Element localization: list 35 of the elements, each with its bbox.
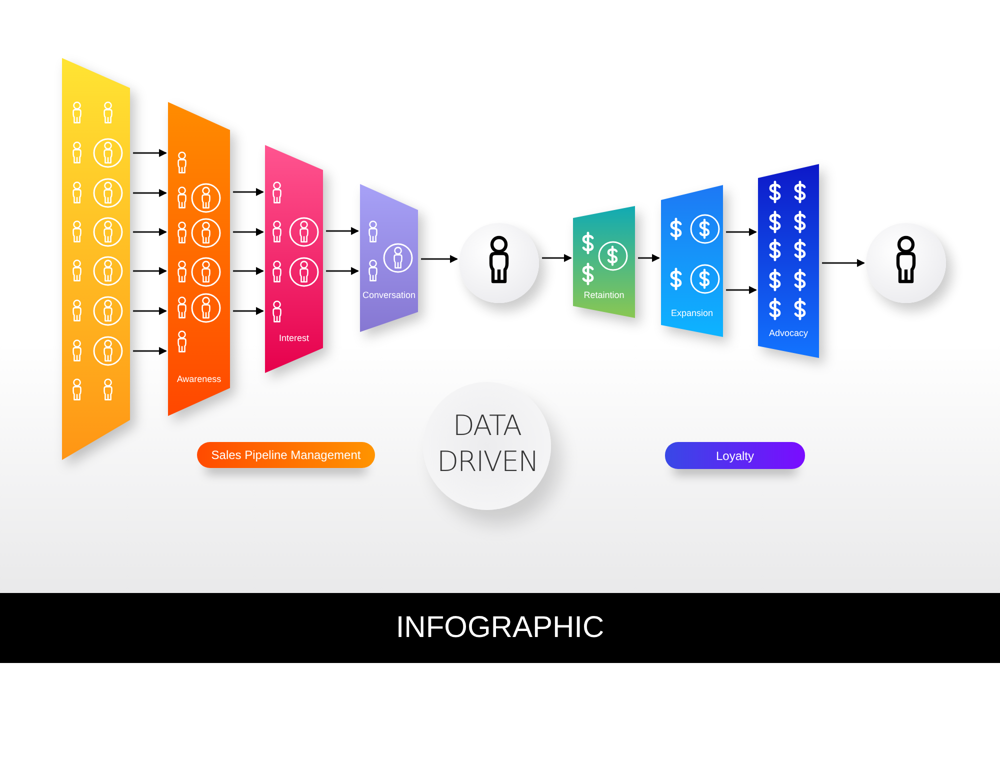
arrow: [326, 267, 359, 275]
stage-label: Interest: [279, 333, 309, 343]
funnel-stage-panel: [62, 58, 130, 460]
arrow: [133, 228, 167, 236]
category-pill: Loyalty: [665, 442, 805, 469]
arrow: [133, 189, 167, 197]
stage-label: Advocacy: [768, 328, 808, 338]
arrow: [133, 307, 167, 315]
stage-label: Expansion: [670, 308, 714, 318]
funnel-stage-panel: [573, 206, 635, 318]
arrow: [233, 228, 264, 236]
caption: INFOGRAPHIC: [396, 611, 604, 645]
funnel-stage-panel: [661, 185, 723, 337]
funnel-stage-panel: [360, 184, 418, 332]
arrow: [133, 267, 167, 275]
arrow: [133, 149, 167, 157]
funnel-stage-panel: [758, 164, 819, 358]
arrow: [233, 307, 264, 315]
arrow: [326, 227, 359, 235]
arrow: [542, 254, 572, 262]
funnel-stage-panel: [265, 145, 323, 373]
stage-label: Conversation: [362, 290, 416, 300]
circle-title: DATA DRIVEN: [437, 408, 537, 480]
arrow: [822, 259, 865, 267]
arrow: [233, 267, 264, 275]
stage-label: Awareness: [176, 374, 222, 384]
arrow: [133, 347, 167, 355]
category-pill: Sales Pipeline Management: [197, 442, 375, 468]
arrow: [233, 188, 264, 196]
stage-label: Retaintion: [584, 290, 624, 300]
arrow: [421, 255, 458, 263]
arrow: [726, 228, 757, 236]
arrow: [638, 254, 660, 262]
arrow: [726, 286, 757, 294]
funnel-stage-panel: [168, 102, 230, 416]
